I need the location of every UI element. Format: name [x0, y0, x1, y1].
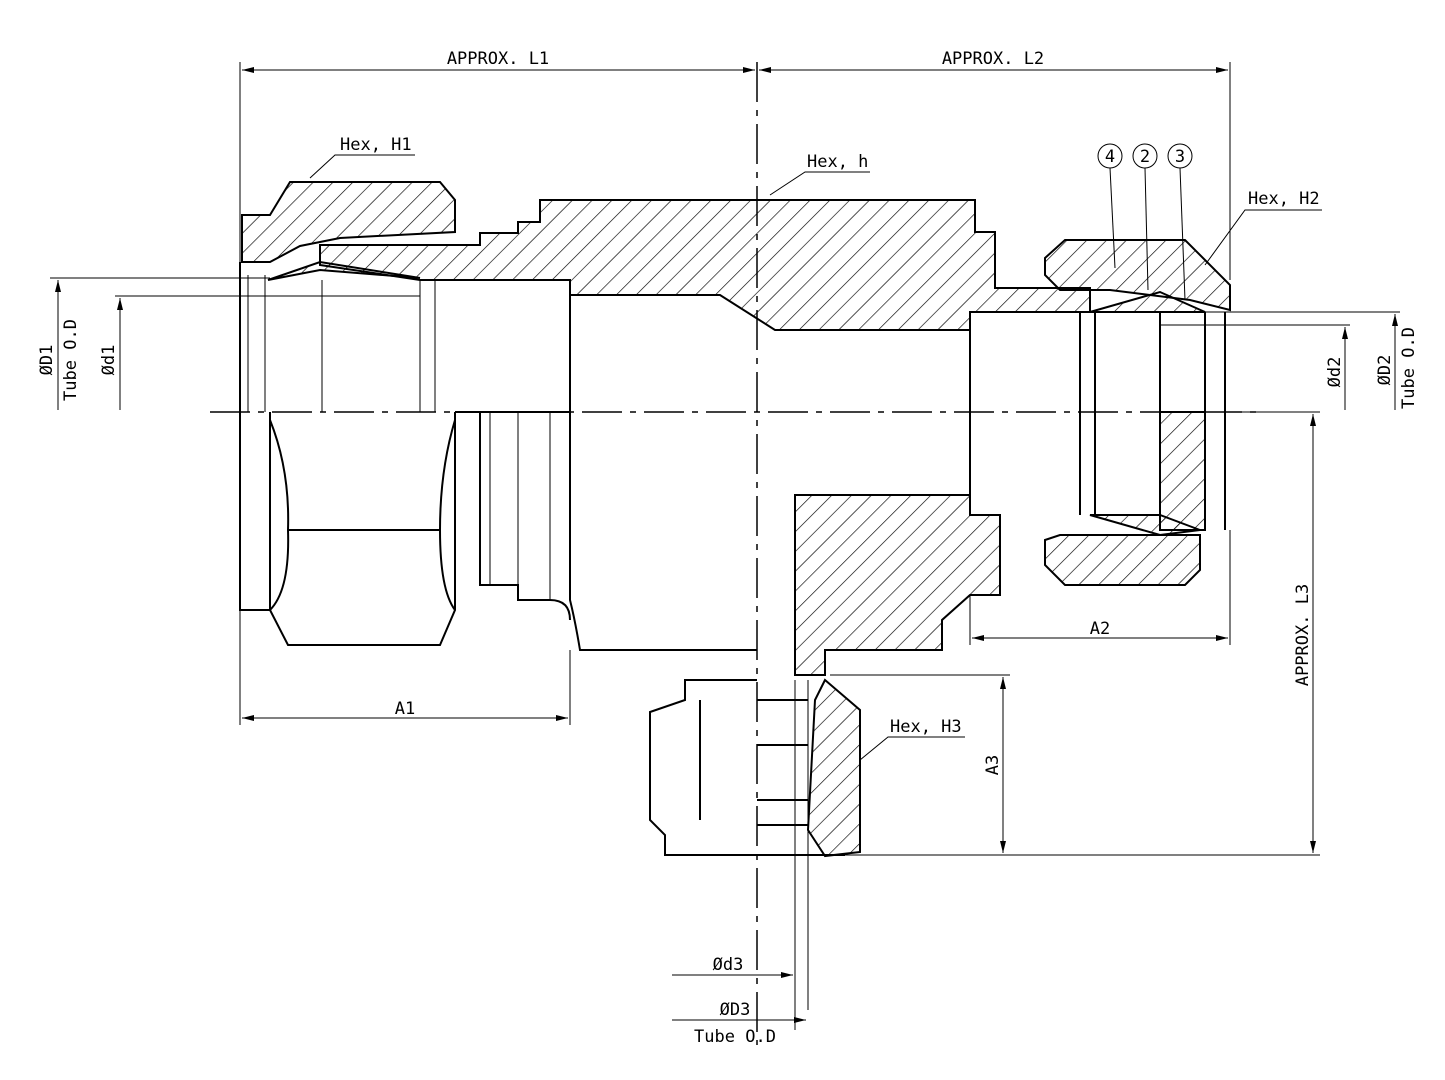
- tube-od-bottom-label: Tube O.D: [694, 1027, 776, 1047]
- body-outline: [455, 280, 1226, 651]
- left-nut-outline: [239, 262, 456, 646]
- hex-h3-label: Hex, H3: [890, 717, 962, 737]
- diameter-D2-label: ØD2: [1375, 355, 1395, 386]
- diameter-D3-label: ØD3: [720, 1000, 751, 1020]
- left-nut-section: [241, 181, 456, 263]
- svg-text:3: 3: [1175, 147, 1185, 167]
- lower-ferrule-section: [1089, 514, 1201, 537]
- balloon-2: 2: [1132, 143, 1158, 169]
- dim-l1-label: APPROX. L1: [447, 49, 549, 69]
- dim-a1-label: A1: [395, 699, 415, 719]
- tube-od-right-label: Tube O.D: [1399, 327, 1419, 409]
- tube-od-left-label: Tube O.D: [61, 319, 81, 401]
- dim-a3-label: A3: [983, 755, 1003, 775]
- hex-h-label: Hex, h: [807, 152, 868, 172]
- svg-text:2: 2: [1140, 147, 1150, 167]
- diameter-d1-label: Ød1: [99, 345, 119, 376]
- diameter-d3-label: Ød3: [713, 955, 744, 975]
- dim-l2-label: APPROX. L2: [942, 49, 1044, 69]
- hex-h1-label: Hex, H1: [340, 135, 412, 155]
- diameter-D1-label: ØD1: [37, 345, 57, 376]
- svg-text:4: 4: [1105, 147, 1115, 167]
- balloon-4: 4: [1097, 143, 1123, 169]
- dim-l3-label: APPROX. L3: [1293, 584, 1313, 686]
- hex-h2-label: Hex, H2: [1248, 189, 1320, 209]
- diameter-d2-label: Ød2: [1325, 357, 1345, 388]
- right-nut-bottom-section: [1044, 534, 1201, 586]
- dim-a2-label: A2: [1090, 619, 1110, 639]
- dimension-lines: [50, 62, 1400, 1023]
- bottom-nut-outline: [649, 679, 845, 1030]
- balloon-3: 3: [1167, 143, 1193, 169]
- body-section: [319, 199, 1091, 676]
- left-ferrule: [267, 260, 421, 281]
- bottom-nut-section: [806, 678, 861, 858]
- right-insert-section: [1159, 411, 1206, 531]
